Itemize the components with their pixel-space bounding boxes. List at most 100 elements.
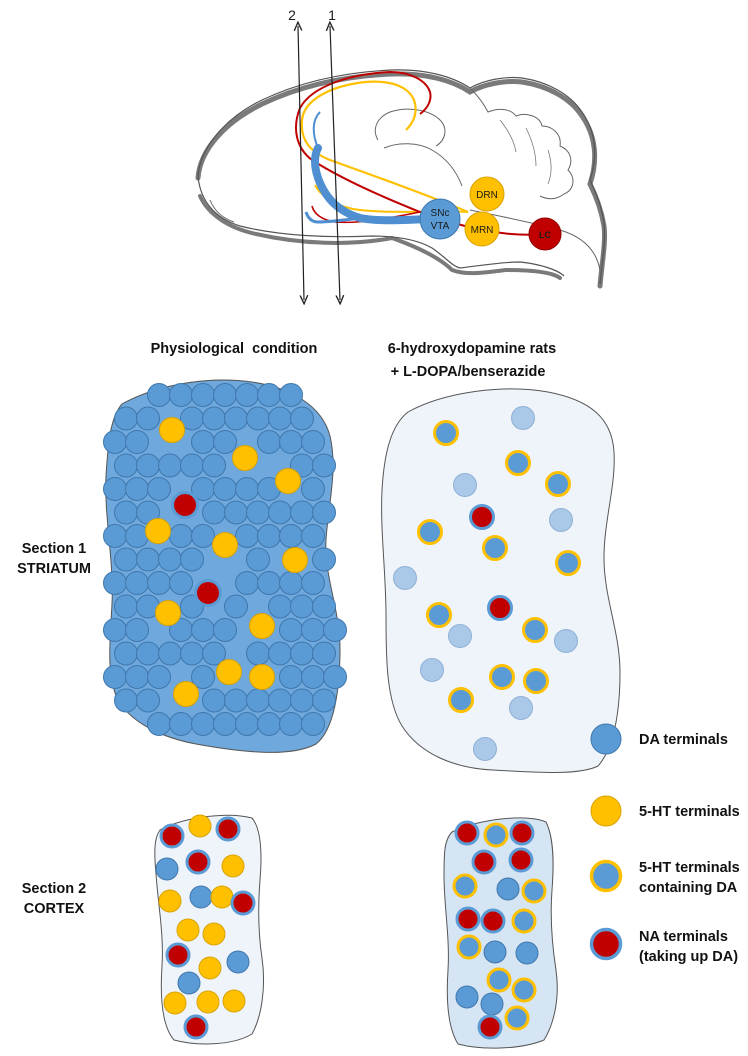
striatum-physio-ht-terminal [249, 664, 275, 690]
striatum-lesioned-pale-da-terminal [453, 473, 477, 497]
striatum-physio-da-terminal [301, 571, 325, 595]
striatum-physio-da-terminal [158, 547, 182, 572]
striatum-physio-da-terminal [301, 477, 325, 501]
striatum-physio-da-terminal [301, 430, 325, 454]
cortex-lesioned-na-terminal [455, 906, 481, 932]
snc-vta-nucleus [419, 198, 461, 240]
striatum-physio-da-terminal [301, 665, 325, 689]
striatum-physio-da-terminal [235, 524, 259, 548]
striatum-physio-da-terminal [268, 594, 292, 619]
legend-label-htda-line1: 5-HT terminals [639, 860, 740, 876]
striatum-physio-da-terminal [246, 547, 270, 572]
striatum-physio-da-terminal [224, 688, 248, 713]
striatum-physio-da-terminal [158, 641, 182, 666]
striatum-physio-da-terminal [136, 406, 160, 431]
striatum-physio-da-terminal [125, 618, 149, 642]
striatum-physio-da-terminal [279, 383, 303, 407]
striatum-physio-da-terminal [169, 524, 193, 548]
lc-label: LC [539, 230, 551, 240]
cortex-physio-na-terminal [183, 1014, 209, 1040]
striatum-physio-da-terminal [213, 430, 237, 454]
striatum-physio-da-terminal [202, 453, 226, 478]
cortex-physio-ht-terminal [222, 989, 246, 1013]
striatum-physio-ht-terminal [282, 547, 308, 573]
cortex-physio-na-terminal [185, 849, 211, 875]
cortex-physio-ht-terminal [202, 922, 226, 946]
striatum-physio-da-terminal [147, 665, 171, 689]
cerebellum-fold-3 [547, 149, 552, 185]
striatum-lesioned-pale-da-terminal [549, 508, 573, 532]
striatum-physio-da-terminal [279, 618, 303, 642]
lc-nucleus [528, 217, 562, 251]
cortex-physio-da-terminal [155, 857, 179, 881]
cortex-lesioned-ht-terminal-containing-da [521, 878, 547, 904]
striatum-physio-da-terminal [213, 477, 237, 501]
striatum-physio-da-terminal [191, 430, 215, 454]
striatum-physio-da-terminal [114, 406, 138, 431]
striatum-physio-da-terminal [235, 712, 259, 736]
striatum-physio-da-terminal [103, 665, 127, 689]
striatum-physio-da-terminal [191, 383, 215, 407]
striatum-physio-da-terminal [279, 571, 303, 595]
row-label-section1: Section 1 [22, 541, 86, 557]
cortex-lesioned-ht-terminal-containing-da [452, 873, 478, 899]
striatum-physio-da-terminal [180, 453, 204, 478]
striatum-physio-ht-terminal [155, 600, 181, 626]
striatum-physio-da-terminal [290, 406, 314, 431]
sagittal-brain-schematic: 2 1 DRN MRN SNc VTA LC [195, 7, 607, 300]
striatum-lesioned-pale-da-terminal [393, 566, 417, 590]
striatum-lesioned-ht-terminal-containing-da [489, 664, 515, 690]
cortex-physio-da-terminal [177, 971, 201, 995]
striatum-physio-ht-terminal [173, 681, 199, 707]
striatum-physio-da-terminal [268, 688, 292, 713]
striatum-physio-da-terminal [147, 383, 171, 407]
row-label-cortex: CORTEX [24, 901, 85, 917]
cortex-physio-ht-terminal [158, 889, 182, 913]
striatum-physio-da-terminal [180, 547, 204, 572]
striatum-physio-da-terminal [114, 641, 138, 666]
striatum-physio-da-terminal [213, 712, 237, 736]
striatum-lesioned-ht-terminal-containing-da [505, 450, 531, 476]
column-title-physiological: Physiological condition [151, 341, 318, 357]
striatum-physio-da-terminal [257, 524, 281, 548]
striatum-lesioned-ht-terminal-containing-da [417, 519, 443, 545]
striatum-lesioned-ht-terminal-containing-da [523, 668, 549, 694]
striatum-lesioned-ht-terminal-containing-da [448, 687, 474, 713]
cortex-lesioned-ht-terminal-containing-da [486, 967, 512, 993]
striatum-physio-da-terminal [125, 430, 149, 454]
striatum-physio-ht-terminal [145, 518, 171, 544]
cortex-lesioned-da-terminal [455, 985, 479, 1009]
cortex-lesioned-da-terminal [480, 992, 504, 1016]
striatum-physio-na-terminal [194, 579, 222, 607]
cortex-lesioned-na-terminal [508, 847, 534, 873]
cortex-lesioned-ht-terminal-containing-da [504, 1005, 530, 1031]
striatum-physio-da-terminal [312, 547, 336, 572]
striatum-lesioned [381, 388, 621, 773]
cortex-physio-ht-terminal [188, 814, 212, 838]
striatum-physio-da-terminal [136, 547, 160, 572]
striatum-physio-da-terminal [191, 712, 215, 736]
cortex-physio-ht-terminal [196, 990, 220, 1014]
cortex-physio-na-terminal [159, 823, 185, 849]
striatum-lesioned-ht-terminal-containing-da [426, 602, 452, 628]
legend-swatch-da [590, 723, 622, 755]
cortex-lesioned-na-terminal [480, 908, 506, 934]
striatum-physio-da-terminal [202, 406, 226, 431]
striatum-physio-da-terminal [202, 641, 226, 666]
striatum-physio-da-terminal [290, 500, 314, 525]
striatum-physio-da-terminal [279, 712, 303, 736]
striatum-physio-da-terminal [279, 430, 303, 454]
legend-label-htda-line2: containing DA [639, 880, 738, 896]
striatum-physio-da-terminal [169, 383, 193, 407]
legend-label-da: DA terminals [639, 732, 728, 748]
legend-label-na-line2: (taking up DA) [639, 949, 738, 965]
striatum-physio-da-terminal [312, 688, 336, 713]
striatum-physio-ht-terminal [212, 532, 238, 558]
striatum-physio-da-terminal [125, 571, 149, 595]
row-label-striatum: STRIATUM [17, 561, 91, 577]
cortex-lesioned [443, 817, 558, 1049]
striatum-physio-da-terminal [136, 453, 160, 478]
mrn-nucleus [464, 211, 500, 247]
striatum-physio-da-terminal [191, 524, 215, 548]
cerebellum-fold-1 [499, 119, 517, 153]
